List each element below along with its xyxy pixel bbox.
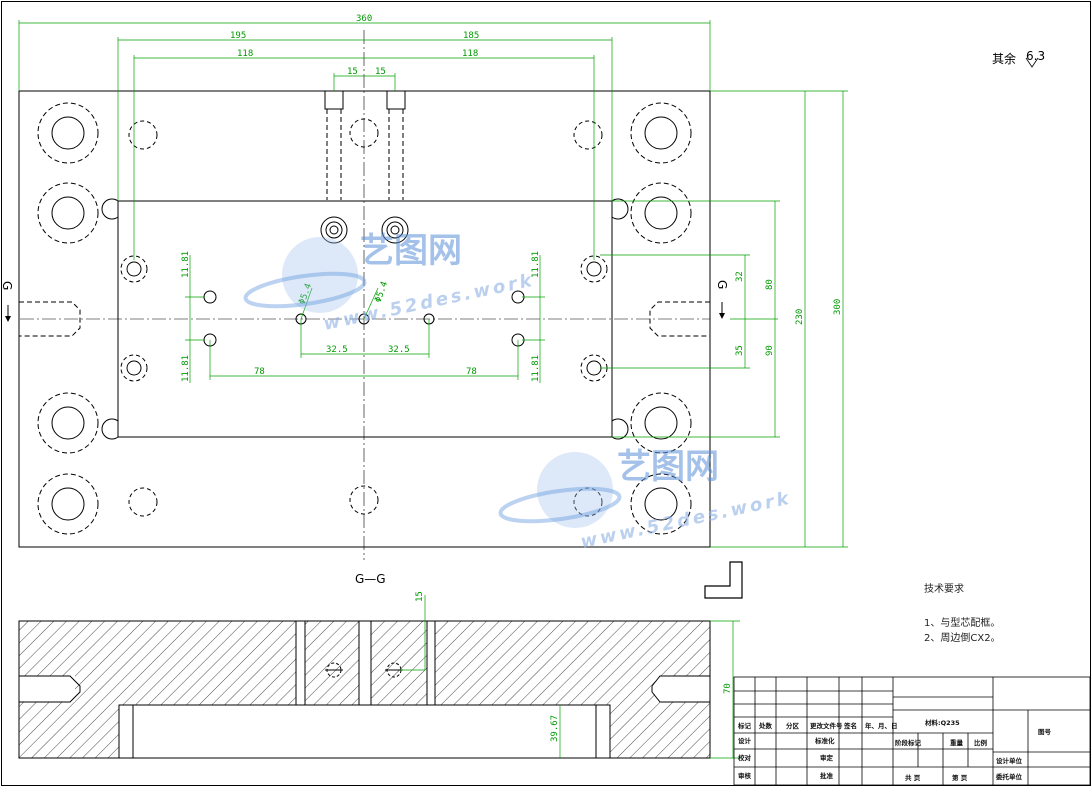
counterbore	[381, 216, 409, 244]
dimension-lines	[18, 20, 848, 548]
dim-35: 35	[735, 345, 745, 356]
tb-weight: 重量	[950, 738, 964, 747]
notes-line-1: 1、与型芯配框。	[924, 616, 1000, 629]
notes-title: 技术要求	[924, 582, 964, 595]
tb-scale: 比例	[974, 738, 988, 747]
tech-notes: 技术要求 1、与型芯配框。 2、周边倒CX2。	[924, 582, 1001, 644]
guide-hole	[37, 102, 99, 164]
watermark-brand: 艺图网	[360, 231, 462, 271]
dim-11-81-rt: 11.81	[531, 251, 541, 278]
dim-section-15: 15	[415, 591, 425, 602]
dim-32-5-left: 32.5	[326, 345, 348, 355]
title-block-text: 标记 处数 分区 更改文件号 签名 年、月、日 设计 标准化 校对 审定 审核 …	[737, 718, 1052, 782]
dim-118-right: 118	[462, 49, 478, 59]
counterbore	[120, 255, 148, 283]
tb-mark: 标记	[737, 721, 752, 730]
dim-78-right: 78	[466, 367, 477, 377]
dim-11-81-lb: 11.81	[181, 355, 191, 382]
dim-230: 230	[795, 309, 805, 325]
counterbore	[580, 255, 608, 283]
tb-standard: 标准化	[814, 736, 835, 745]
watermark-brand: 艺图网	[617, 447, 719, 487]
tb-sheets-total: 共 页	[905, 773, 921, 782]
counterbore	[120, 354, 148, 382]
watermark-1: 艺图网 www.52des.work	[243, 231, 536, 335]
tb-ratify: 批准	[820, 771, 834, 780]
dim-11-81-rb: 11.81	[531, 355, 541, 382]
surface-note: 其余	[992, 51, 1016, 66]
tb-approve-set: 审定	[820, 753, 834, 762]
tb-review: 审核	[738, 771, 752, 780]
guide-hole	[37, 473, 99, 535]
tb-sheet-no: 第 页	[952, 773, 968, 782]
guide-hole	[630, 182, 692, 244]
title-block	[733, 676, 1091, 786]
tb-change-doc: 更改文件号	[810, 721, 843, 730]
roughness-value: 6.3	[1026, 49, 1045, 63]
dim-15-right: 15	[375, 67, 386, 77]
tb-design-unit: 设计单位	[996, 756, 1023, 765]
tb-material: 材料:Q235	[924, 718, 960, 727]
roughness-note: 其余 6.3	[992, 49, 1045, 68]
notes-line-2: 2、周边倒CX2。	[924, 632, 1001, 644]
dim-32-5-right: 32.5	[388, 345, 410, 355]
tb-client-unit: 委托单位	[995, 772, 1023, 781]
dim-section-39: 39.67	[550, 715, 560, 742]
dim-32: 32	[735, 271, 745, 282]
tb-signature: 签名	[843, 721, 857, 730]
tb-date: 年、月、日	[865, 721, 898, 730]
tb-stage: 阶段标记	[895, 738, 922, 747]
dim-11-81-lt: 11.81	[181, 251, 191, 278]
dim-300: 300	[833, 299, 843, 315]
dim-90: 90	[765, 345, 775, 356]
dim-360: 360	[356, 14, 372, 24]
section-marker-left: G	[0, 281, 14, 290]
guide-hole	[37, 392, 99, 454]
dim-195: 195	[230, 31, 246, 41]
section-view: 15 70 39.67	[18, 591, 740, 759]
corner-symbol	[704, 561, 743, 599]
guide-holes	[37, 102, 692, 535]
screw-holes	[128, 118, 603, 517]
guide-hole	[630, 102, 692, 164]
dim-185: 185	[463, 31, 479, 41]
dim-section-70: 70	[723, 683, 733, 694]
watermark-2: 艺图网 www.52des.work	[498, 447, 793, 553]
tb-design: 设计	[738, 736, 752, 745]
guide-hole	[37, 182, 99, 244]
pin-sockets	[324, 90, 406, 200]
section-markers: G G	[0, 280, 729, 322]
guide-hole	[630, 473, 692, 535]
tb-zone: 分区	[786, 721, 800, 730]
tb-check: 校对	[738, 753, 752, 762]
dimension-texts: 360 195 185 118 118 15 15 300 230 32 80 …	[181, 14, 843, 382]
dim-80: 80	[765, 279, 775, 290]
tb-drawing-no: 图号	[1038, 727, 1052, 736]
section-title: G—G	[355, 572, 386, 586]
counterbore	[320, 216, 348, 244]
center-lines	[20, 30, 710, 560]
tb-count: 处数	[758, 721, 773, 730]
guide-hole	[630, 392, 692, 454]
dim-78-left: 78	[254, 367, 265, 377]
side-bores	[19, 301, 710, 337]
dim-15-left: 15	[347, 67, 358, 77]
section-marker-right: G	[715, 280, 729, 289]
dim-118-left: 118	[237, 49, 253, 59]
